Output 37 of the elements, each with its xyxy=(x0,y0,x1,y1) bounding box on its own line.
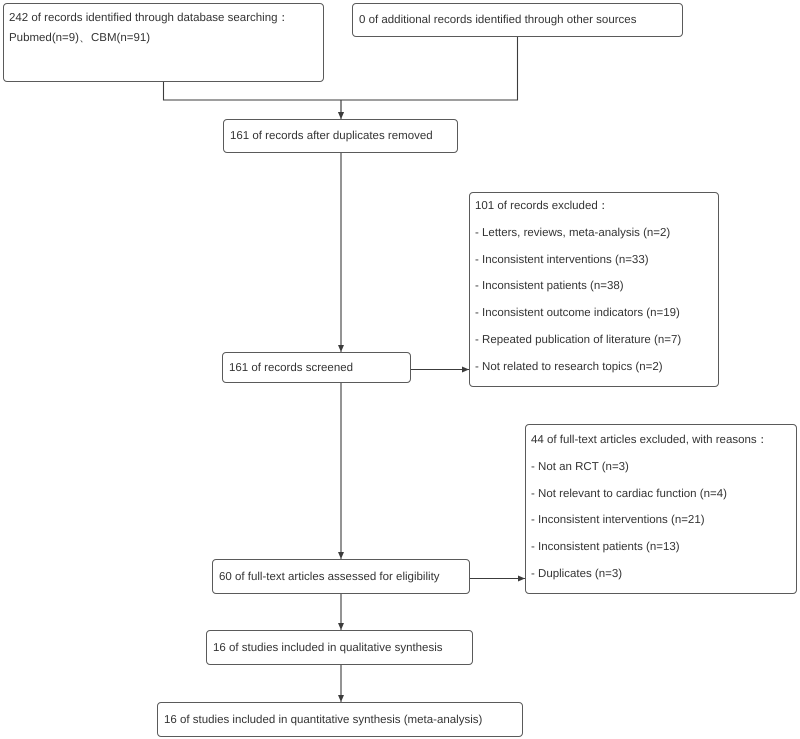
step-label: 60 of full-text articles assessed for eligibility xyxy=(219,570,440,584)
source-box xyxy=(3,3,324,82)
list-item: - Not an RCT (n=3) xyxy=(531,460,629,474)
list-item: - Not relevant to cardiac function (n=4) xyxy=(531,486,727,501)
process-box xyxy=(212,559,470,594)
exclusion-box xyxy=(525,424,797,594)
list-item: - Inconsistent interventions (n=33) xyxy=(475,252,649,267)
arrow xyxy=(338,665,344,702)
step-label: 161 of records screened xyxy=(229,360,354,374)
heading-text: 44 of full-text articles excluded, with reasons： xyxy=(531,433,769,447)
arrow xyxy=(470,576,525,582)
database-list: Pubmed(n=9)、CBM(n=91) xyxy=(9,31,150,45)
list-item: - Not related to research topics (n=2) xyxy=(475,360,663,374)
list-item: - Inconsistent patients (n=13) xyxy=(531,540,680,554)
process-box xyxy=(223,119,458,153)
arrow xyxy=(338,153,344,352)
exclusion-box xyxy=(469,192,719,387)
step-label: 16 of studies included in quantitative synthesis (meta-analysis) xyxy=(164,712,482,726)
result-box xyxy=(157,702,523,737)
arrow xyxy=(338,37,518,119)
list-item: - Inconsistent interventions (n=21) xyxy=(531,513,705,528)
source-box xyxy=(352,3,683,37)
step-label: 16 of studies included in qualitative synthesis xyxy=(213,640,443,654)
step-label: 161 of records after duplicates removed xyxy=(230,129,433,143)
list-item: - Letters, reviews, meta-analysis (n=2) xyxy=(475,226,670,240)
process-box xyxy=(206,630,473,665)
list-item: - Inconsistent outcome indicators (n=19) xyxy=(475,306,680,320)
arrow xyxy=(411,366,469,372)
heading-text: 242 of records identified through database searching： xyxy=(9,11,290,25)
arrow xyxy=(338,594,344,630)
step-label: 0 of additional records identified through other sources xyxy=(359,13,636,27)
list-item: - Inconsistent patients (n=38) xyxy=(475,279,624,294)
list-item: - Repeated publication of literature (n=7) xyxy=(475,332,682,347)
process-box xyxy=(222,352,411,383)
list-item: - Duplicates (n=3) xyxy=(531,566,622,581)
heading-text: 101 of records excluded： xyxy=(475,199,610,213)
arrow xyxy=(338,383,344,559)
